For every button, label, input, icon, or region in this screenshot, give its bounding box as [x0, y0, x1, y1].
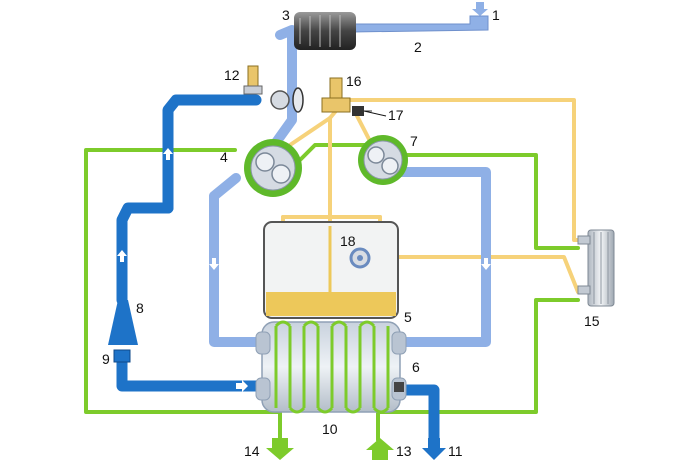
green-pipe-left: [84, 148, 282, 442]
oil-line-from-filter: [368, 255, 580, 294]
callout-4: 4: [220, 149, 228, 165]
flow-arrow-icons: [117, 148, 491, 392]
callout-17: 17: [388, 107, 404, 123]
callout-8: 8: [136, 300, 144, 316]
callout-14: 14: [244, 443, 260, 459]
safety-valve: [247, 65, 259, 89]
callout-15: 15: [584, 313, 600, 329]
callout-5: 5: [404, 309, 412, 325]
intake-duct: [351, 15, 489, 33]
callout-13: 13: [396, 443, 412, 459]
callout-10: 10: [322, 421, 338, 437]
oil-sump-tank: [263, 221, 399, 319]
green-pipe-top-link: [298, 143, 380, 162]
moisture-separator: [108, 300, 138, 345]
compressor-stage-low: [244, 139, 302, 197]
inlet-arrow-icon: [472, 2, 488, 16]
light-blue-right: [393, 167, 491, 347]
callout-9: 9: [102, 351, 110, 367]
cooling-coil: [274, 320, 390, 414]
callout-labels: 1 2 3 4 5 6 7 8 9 10 11 12 13 14 15 16 1…: [102, 7, 600, 459]
callout-3: 3: [282, 7, 290, 23]
oil-line-top: [343, 98, 580, 242]
intake-silencer-assembly: [294, 2, 489, 50]
intercooler-aftercooler: [255, 320, 407, 414]
oil-cooler-radiator: [577, 229, 615, 307]
callout-6: 6: [412, 359, 420, 375]
drain-valve: [113, 349, 131, 363]
callout-16: 16: [346, 73, 362, 89]
callout-leaders: [363, 110, 387, 117]
non-return-valve: [270, 90, 290, 110]
callout-11: 11: [448, 443, 463, 459]
light-blue-intake: [267, 25, 297, 153]
callout-18: 18: [340, 233, 356, 249]
light-blue-left-down: [209, 173, 267, 347]
outlet-arrow-14: [266, 438, 294, 460]
compressor-stage-high: [358, 135, 408, 185]
silencer-body: [294, 12, 356, 50]
callout-2: 2: [414, 39, 422, 55]
callout-12: 12: [224, 67, 240, 83]
outlet-arrow-11: [422, 438, 446, 460]
dark-blue-bottom: [116, 354, 268, 392]
inlet-arrow-13: [366, 438, 394, 460]
thermostat-valve: [329, 77, 343, 101]
dark-blue-outlet: [394, 384, 440, 444]
callout-1: 1: [492, 7, 500, 23]
green-pipe-right-return: [376, 298, 580, 442]
oil-lines: [281, 98, 580, 294]
pressure-valves: [243, 65, 372, 116]
callout-7: 7: [410, 133, 418, 149]
green-pipe-right-main: [403, 153, 580, 250]
oil-stop-valve: [352, 106, 364, 116]
dark-blue-left-down: [116, 202, 174, 306]
